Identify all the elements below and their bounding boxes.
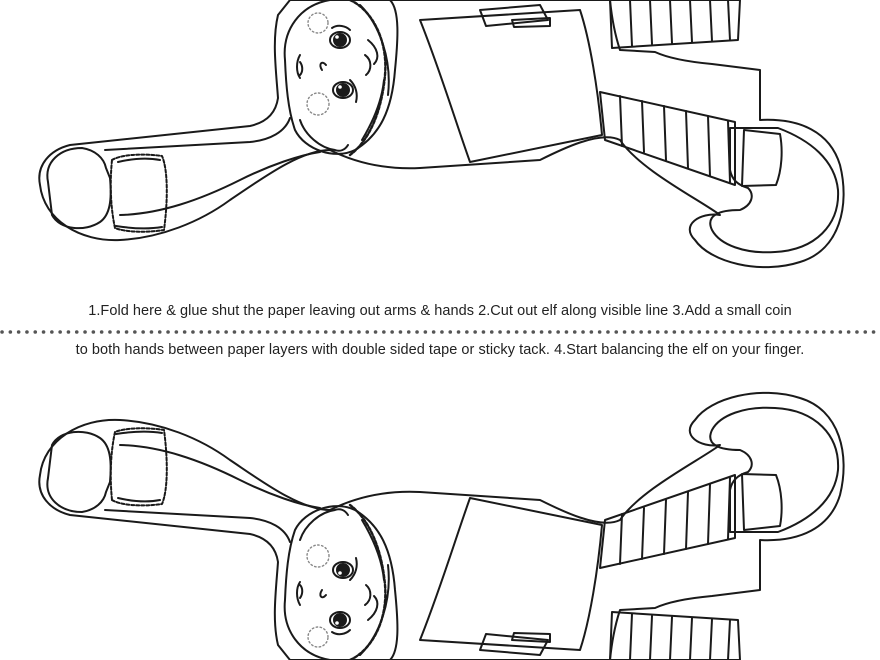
elf-top: [38, 0, 845, 269]
instructions-line-2: to both hands between paper layers with …: [75, 342, 805, 358]
fold-line: [0, 330, 880, 334]
instructions-line-1: 1.Fold here & glue shut the paper leavin…: [88, 303, 792, 319]
elf-bottom: [38, 391, 845, 660]
